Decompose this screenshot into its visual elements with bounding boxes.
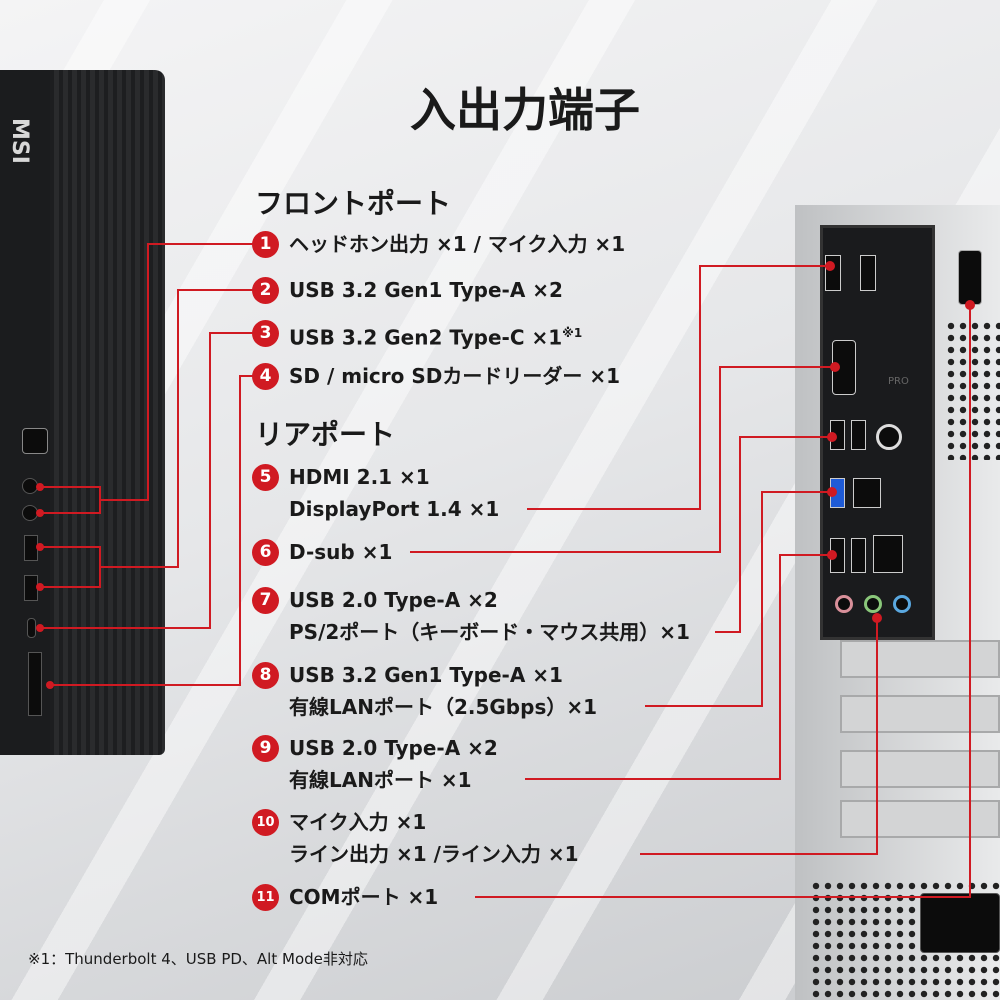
number-badge: 9 (252, 735, 279, 762)
displayport-port (860, 255, 876, 291)
number-badge: 4 (252, 363, 279, 390)
usb-2-port (851, 420, 866, 450)
front-port-item: 3 USB 3.2 Gen2 Type-C ×1※1 (252, 317, 582, 354)
front-port-item: 1 ヘッドホン出力 ×1 / マイク入力 ×1 (252, 228, 625, 260)
front-panel (0, 70, 50, 755)
item-text: 有線LANポート ×1 (289, 768, 472, 792)
item-text: USB 2.0 Type-A ×2 (289, 588, 498, 612)
number-badge: 3 (252, 320, 279, 347)
sd-card-slot (28, 652, 42, 716)
number-badge: 6 (252, 539, 279, 566)
item-text: マイク入力 ×1 (289, 810, 427, 834)
rear-port-item: 9 USB 2.0 Type-A ×2 有線LANポート ×1 (252, 732, 498, 796)
usb-2-port (851, 538, 866, 573)
number-badge: 10 (252, 809, 279, 836)
rear-port-item: 7 USB 2.0 Type-A ×2 PS/2ポート（キーボード・マウス共用）×1 (252, 584, 690, 648)
expansion-slot (840, 640, 1000, 678)
rear-port-item: 6 D-sub ×1 (252, 536, 392, 568)
mic-in-jack (835, 595, 853, 613)
number-badge: 8 (252, 662, 279, 689)
number-badge: 2 (252, 277, 279, 304)
expansion-slot (840, 800, 1000, 838)
rear-port-item: 11 COMポート ×1 (252, 881, 438, 913)
pro-logo: PRO (888, 376, 909, 387)
item-text: PS/2ポート（キーボード・マウス共用）×1 (289, 620, 690, 644)
line-out-jack (864, 595, 882, 613)
item-text: D-sub ×1 (289, 540, 393, 564)
front-port-item: 4 SD / micro SDカードリーダー ×1 (252, 360, 620, 392)
number-badge: 11 (252, 884, 279, 911)
rear-port-item: 5 HDMI 2.1 ×1 DisplayPort 1.4 ×1 (252, 461, 499, 525)
rear-ports-heading: リアポート (255, 418, 396, 451)
power-inlet (920, 893, 1000, 953)
number-badge: 7 (252, 587, 279, 614)
usb-c-port (27, 618, 36, 638)
expansion-slot (840, 695, 1000, 733)
item-text: USB 2.0 Type-A ×2 (289, 736, 498, 760)
item-text: COMポート ×1 (289, 885, 439, 909)
lan-port-2-5g (853, 478, 881, 508)
rear-port-item: 8 USB 3.2 Gen1 Type-A ×1 有線LANポート（2.5Gbps）… (252, 659, 597, 723)
front-ports-heading: フロントポート (255, 187, 452, 220)
rear-port-item: 10 マイク入力 ×1 ライン出力 ×1 /ライン入力 ×1 (252, 806, 579, 870)
lan-port (873, 535, 903, 573)
item-text: DisplayPort 1.4 ×1 (289, 497, 500, 521)
item-text: ライン出力 ×1 /ライン入力 ×1 (289, 842, 579, 866)
power-button (22, 428, 48, 454)
footnote: ※1：Thunderbolt 4、USB PD、Alt Mode非対応 (28, 950, 368, 968)
item-text: ヘッドホン出力 ×1 / マイク入力 ×1 (289, 232, 626, 256)
item-text: 有線LANポート（2.5Gbps）×1 (289, 695, 598, 719)
number-badge: 1 (252, 231, 279, 258)
item-text: USB 3.2 Gen1 Type-A ×1 (289, 663, 563, 687)
item-text: USB 3.2 Gen1 Type-A ×2 (289, 278, 563, 302)
number-badge: 5 (252, 464, 279, 491)
item-text: SD / micro SDカードリーダー ×1 (289, 364, 620, 388)
vent (945, 320, 1000, 460)
expansion-slot (840, 750, 1000, 788)
item-text: HDMI 2.1 ×1 (289, 465, 430, 489)
footnote-mark: ※1 (562, 326, 583, 340)
line-in-jack (893, 595, 911, 613)
item-text: USB 3.2 Gen2 Type-C ×1 (289, 325, 563, 350)
page-title: 入出力端子 (410, 83, 640, 137)
front-port-item: 2 USB 3.2 Gen1 Type-A ×2 (252, 274, 563, 306)
ps2-port (876, 424, 902, 450)
